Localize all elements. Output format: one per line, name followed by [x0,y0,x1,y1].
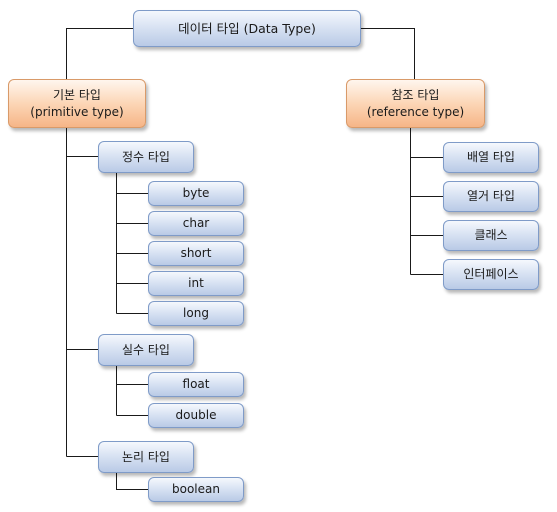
type-node-boolean: boolean [148,477,244,502]
integer-type-node: 정수 타입 [98,141,194,173]
reference-type-title: 참조 타입 [391,87,440,102]
primitive-type-title: 기본 타입 [53,87,101,102]
connector-logic-boolean [116,473,148,490]
reference-label-enum: 열거 타입 [467,189,515,203]
type-node-byte: byte [148,181,244,206]
primitive-type-subtitle: (primitive type) [30,104,124,119]
primitive-type-node: 기본 타입 (primitive type) [8,79,146,128]
type-label-boolean: boolean [172,482,220,496]
reference-node-class: 클래스 [443,220,539,251]
type-label-short: short [180,246,212,260]
reference-node-enum: 열거 타입 [443,181,539,212]
type-label-double: double [175,408,217,422]
reference-node-interface: 인터페이스 [443,259,539,290]
connector-root-reference [361,28,415,80]
reference-type-subtitle: (reference type) [366,104,465,119]
type-node-long: long [148,301,244,326]
type-node-char: char [148,211,244,236]
reference-label-array: 배열 타입 [467,150,515,164]
root-node-data-type: 데이터 타입 (Data Type) [133,10,361,47]
reference-label-class: 클래스 [474,228,508,242]
type-label-float: float [182,377,210,391]
integer-type-label: 정수 타입 [122,149,170,164]
reference-type-node: 참조 타입 (reference type) [346,79,485,128]
connector-root-primitive [66,28,134,80]
real-type-node: 실수 타입 [98,334,194,366]
reference-label-interface: 인터페이스 [463,267,519,281]
real-type-label: 실수 타입 [122,342,170,357]
logic-type-node: 논리 타입 [98,441,194,473]
reference-node-array: 배열 타입 [443,142,539,173]
type-node-int: int [148,271,244,296]
type-node-float: float [148,372,244,397]
type-label-long: long [183,306,209,320]
type-node-double: double [148,403,244,428]
type-label-byte: byte [182,186,210,200]
root-node-label: 데이터 타입 (Data Type) [178,21,316,36]
type-label-int: int [188,276,204,290]
logic-type-label: 논리 타입 [122,449,170,464]
type-node-short: short [148,241,244,266]
type-label-char: char [182,216,210,230]
